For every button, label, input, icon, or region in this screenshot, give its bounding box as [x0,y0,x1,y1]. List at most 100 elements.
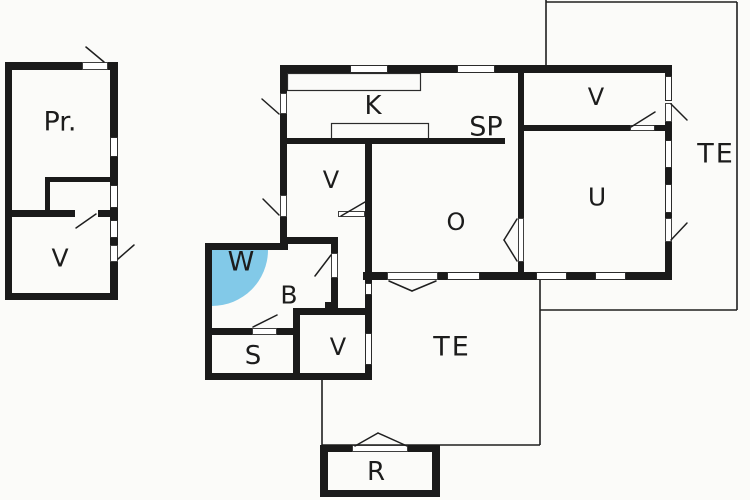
window [665,76,672,101]
wall-segment [331,278,338,308]
door-swing-line [75,213,97,229]
room-label-b: B [280,280,298,310]
window [595,272,626,280]
wall-segment [205,328,252,335]
wall-segment [293,308,372,315]
room-label-v-hall: V [322,166,340,194]
wall-segment [495,65,672,73]
wall-segment [665,242,672,280]
door-gap [331,253,338,278]
wall-segment [518,262,524,280]
wall-segment [280,65,350,73]
window [536,272,567,280]
wall-segment [567,272,595,280]
wall-segment [280,114,287,195]
wall-segment [280,217,287,244]
door-swing-line [503,218,518,241]
door-gap [280,93,287,114]
window [447,272,480,280]
room-label-k: K [364,91,382,121]
door-gap [280,195,287,217]
wall-segment [653,125,665,131]
room-label-r: R [366,457,386,487]
room-label-u: U [587,182,607,212]
room-label-w: W [227,246,255,278]
door-gap [518,218,524,262]
room-label-te-bottom: TE [433,331,471,363]
door-swing-line [262,198,280,216]
door-swing-line [630,111,656,128]
wall-segment [363,272,387,280]
wall-segment [331,237,338,253]
door-swing-line [411,280,437,292]
door-gap [665,218,672,242]
room-label-o: O [446,208,466,236]
wall-segment [98,210,110,217]
wall-segment [45,177,110,182]
room-label-sp: SP [469,111,503,143]
wall-segment [665,213,672,218]
door-swing-line [670,103,688,121]
door-swing-line [354,432,379,447]
wall-segment [665,65,672,76]
wall-segment [665,122,672,140]
door-gap [387,272,438,280]
door-swing-line [503,239,518,262]
door-swing-line [252,314,278,328]
window [110,185,118,208]
room-label-te-right: TE [697,138,735,170]
window [110,220,118,238]
wall-segment [518,65,524,218]
door-swing-line [261,98,280,115]
wall-segment [365,280,372,283]
wall-segment [205,373,372,380]
wall-segment [365,138,372,280]
room-label-v-bottom: V [329,333,347,361]
door-swing-line [117,244,135,260]
window [365,333,372,365]
wall-segment [320,445,352,452]
wall-segment [5,62,12,300]
wall-segment [5,62,82,70]
wall-segment [626,272,672,280]
wall-segment [365,365,372,380]
kitchen-counter [286,72,422,92]
wall-segment [280,138,505,144]
door-gap [252,328,277,335]
wall-segment [280,237,338,244]
wall-segment [320,445,328,497]
door-swing-line [670,222,688,241]
window [665,140,672,168]
wall-segment [110,157,118,185]
wall-segment [45,177,50,212]
wall-segment [110,208,118,220]
door-swing-line [85,46,105,63]
wall-segment [320,490,440,497]
wall-segment [438,272,447,280]
wall-segment [293,308,300,380]
wall-segment [388,65,457,73]
wall-segment [205,243,212,380]
window [110,137,118,157]
room-label-v-top: V [587,83,605,111]
door-gap [665,103,672,122]
room-label-pr: Pr. [43,106,77,138]
window [350,65,388,73]
wall-segment [110,238,118,245]
wall-segment [5,210,75,217]
wall-segment [110,262,118,300]
wall-segment [665,168,672,184]
wall-segment [325,302,338,308]
room-label-s: S [244,341,262,371]
door-swing-line [388,280,413,292]
wall-segment [5,293,118,300]
wall-segment [205,243,288,250]
door-gap [352,445,408,452]
wall-segment [480,272,536,280]
door-swing-line [377,432,408,447]
door-gap [82,62,108,70]
door-gap [338,211,365,217]
wall-segment [277,328,300,335]
